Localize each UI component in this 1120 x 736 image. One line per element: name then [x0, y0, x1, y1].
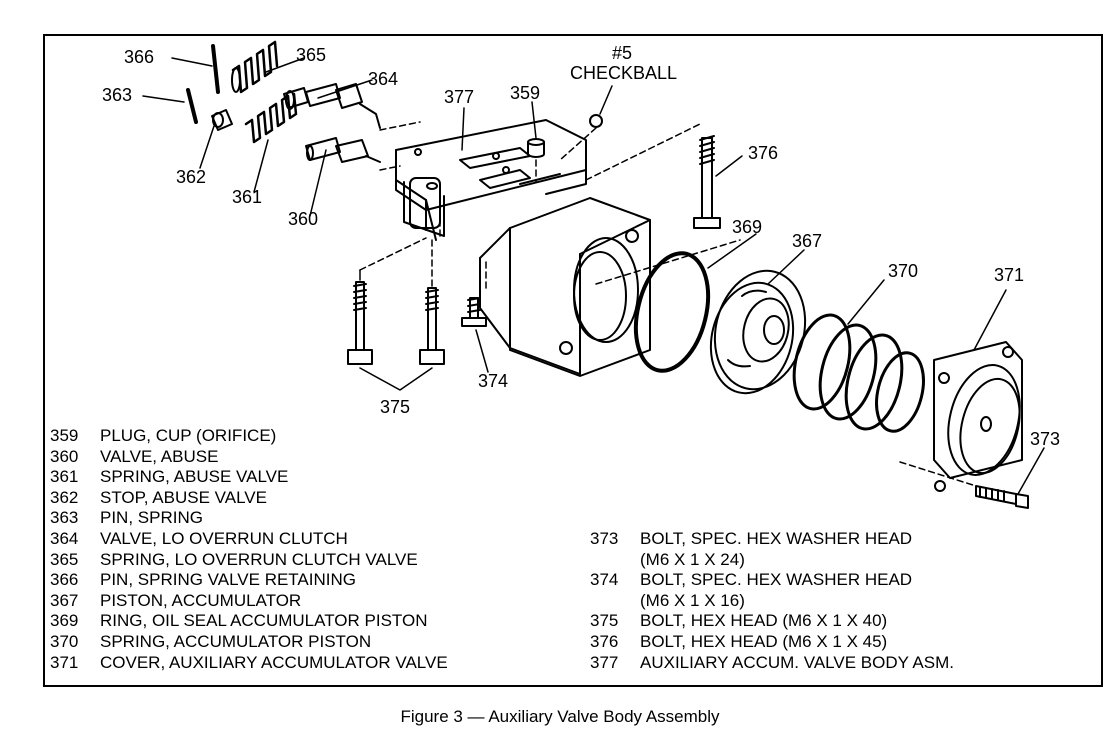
legend-row: 375 BOLT, HEX HEAD (M6 X 1 X 40) [590, 611, 954, 632]
part-365-spring [231, 40, 279, 94]
callout-376: 376 [748, 143, 779, 163]
legend-number: 373 [590, 529, 619, 548]
legend-number: 359 [50, 426, 79, 445]
part-367-piston [709, 269, 807, 395]
part-360-valve [305, 137, 381, 163]
part-363-spring-pin [186, 88, 198, 124]
callout-359: 359 [510, 83, 541, 103]
legend-description: STOP, ABUSE VALVE [100, 487, 267, 507]
legend-row: 361 SPRING, ABUSE VALVE [50, 467, 448, 488]
legend-description: AUXILIARY ACCUM. VALVE BODY ASM. [640, 652, 954, 672]
legend-row: 369 RING, OIL SEAL ACCUMULATOR PISTON [50, 611, 448, 632]
callout-363: 363 [102, 85, 133, 105]
legend-row: 373 BOLT, SPEC. HEX WASHER HEAD [590, 529, 954, 550]
legend-description: PIN, SPRING VALVE RETAINING [100, 570, 356, 590]
part-361-spring [244, 92, 298, 144]
callout-366: 366 [124, 47, 155, 67]
callout-364: 364 [368, 69, 399, 89]
legend-row: 366 PIN, SPRING VALVE RETAINING [50, 570, 448, 591]
part-364-valve [283, 83, 381, 129]
callout-367: 367 [792, 231, 823, 251]
part-376-bolt [693, 135, 721, 229]
callout-360: 360 [288, 209, 319, 229]
legend-number: 366 [50, 570, 79, 590]
part-373-bolt [899, 461, 1029, 509]
legend-description: SPRING, ABUSE VALVE [100, 467, 289, 487]
part-375-bolts [347, 237, 445, 365]
callout-374: 374 [478, 371, 509, 391]
callout-361: 361 [232, 187, 263, 207]
legend-number: 375 [590, 611, 619, 631]
legend-description: RING, OIL SEAL ACCUMULATOR PISTON [100, 611, 428, 631]
legend-number: 376 [590, 631, 619, 651]
assembly-lines [379, 121, 701, 293]
part-371-cover [933, 341, 1023, 492]
callout-checkball-label: CHECKBALL [570, 63, 678, 83]
legend-description: SPRING, LO OVERRUN CLUTCH VALVE [100, 549, 418, 569]
part-checkball [589, 114, 603, 128]
legend-row: 374 BOLT, SPEC. HEX WASHER HEAD [590, 570, 954, 591]
part-362-stop [211, 109, 233, 131]
legend-row: 370 SPRING, ACCUMULATOR PISTON [50, 632, 448, 653]
part-housing [479, 197, 741, 377]
callout-362: 362 [176, 167, 207, 187]
legend-number: 362 [50, 487, 79, 507]
legend-number: 364 [50, 528, 79, 548]
part-359-cup-plug [527, 138, 545, 158]
legend-description: PISTON, ACCUMULATOR [100, 590, 302, 610]
callout-375: 375 [380, 397, 411, 417]
callout-checkball-number: #5 [612, 43, 633, 63]
legend-number: 370 [50, 631, 79, 651]
legend-number: 361 [50, 467, 79, 487]
legend-number: 363 [50, 508, 79, 528]
part-370-spring [792, 313, 925, 433]
legend-description: PIN, SPRING [100, 508, 203, 528]
legend-number: 365 [50, 549, 79, 569]
legend-description: BOLT, SPEC. HEX WASHER HEAD [640, 529, 913, 548]
callout-371: 371 [994, 265, 1025, 285]
legend-description: PLUG, CUP (ORIFICE) [100, 426, 277, 445]
callout-369: 369 [732, 217, 763, 237]
legend-description: BOLT, SPEC. HEX WASHER HEAD [640, 570, 913, 590]
callout-365: 365 [296, 45, 327, 65]
part-369-o-ring [633, 251, 711, 373]
parts-legend-left: 359 PLUG, CUP (ORIFICE) 360 VALVE, ABUSE 3… [50, 426, 448, 673]
legend-row: 365 SPRING, LO OVERRUN CLUTCH VALVE [50, 550, 448, 571]
legend-row: 363 PIN, SPRING [50, 508, 448, 529]
callout-373: 373 [1030, 429, 1061, 449]
callout-370: 370 [888, 261, 919, 281]
legend-row: 367 PISTON, ACCUMULATOR [50, 591, 448, 612]
legend-number: 367 [50, 590, 79, 610]
legend-number: 371 [50, 652, 79, 672]
leader-lines [142, 57, 1045, 495]
figure-frame [43, 34, 1103, 687]
legend-row: 371 COVER, AUXILIARY ACCUMULATOR VALVE [50, 653, 448, 674]
legend-number: 377 [590, 652, 619, 672]
legend-row: 377 AUXILIARY ACCUM. VALVE BODY ASM. [590, 653, 954, 674]
legend-row: 364 VALVE, LO OVERRUN CLUTCH [50, 529, 448, 550]
legend-row: 362 STOP, ABUSE VALVE [50, 488, 448, 509]
legend-row: 359 PLUG, CUP (ORIFICE) [50, 426, 448, 447]
part-366-retaining-pin [211, 44, 220, 94]
part-377-valve-body [395, 119, 587, 241]
legend-number: 374 [590, 570, 619, 590]
legend-continuation: (M6 X 1 X 16) [640, 590, 745, 610]
legend-description: VALVE, LO OVERRUN CLUTCH [100, 528, 348, 548]
part-374-bolt [461, 297, 487, 327]
legend-continuation: (M6 X 1 X 24) [640, 549, 745, 569]
legend-number: 369 [50, 611, 79, 631]
legend-description: SPRING, ACCUMULATOR PISTON [100, 631, 372, 651]
legend-description: BOLT, HEX HEAD (M6 X 1 X 45) [640, 631, 888, 651]
legend-number: 360 [50, 446, 79, 466]
legend-description: COVER, AUXILIARY ACCUMULATOR VALVE [100, 652, 448, 672]
legend-description: VALVE, ABUSE [100, 446, 219, 466]
legend-description: BOLT, HEX HEAD (M6 X 1 X 40) [640, 611, 888, 631]
legend-row: 360 VALVE, ABUSE [50, 447, 448, 468]
callout-377: 377 [444, 87, 475, 107]
figure-caption: Figure 3 — Auxiliary Valve Body Assembly [400, 707, 720, 726]
legend-row: 376 BOLT, HEX HEAD (M6 X 1 X 45) [590, 632, 954, 653]
